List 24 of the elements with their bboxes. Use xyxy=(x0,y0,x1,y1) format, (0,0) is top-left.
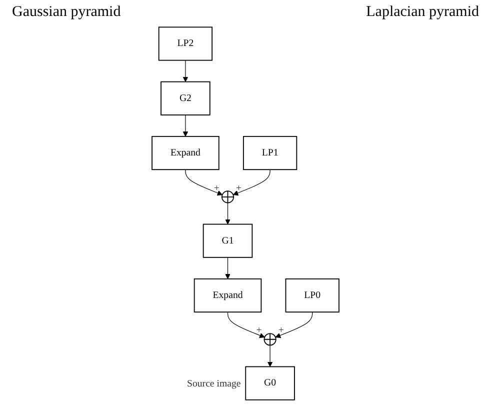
arrow xyxy=(185,169,223,196)
node-box: LP0 xyxy=(285,278,340,313)
plus-sign: + xyxy=(214,182,220,194)
arrow xyxy=(227,312,265,338)
node-box: LP1 xyxy=(242,136,298,170)
arrow xyxy=(267,344,273,367)
plus-sign: + xyxy=(236,182,242,194)
arrow xyxy=(225,202,230,224)
node-box: G1 xyxy=(202,224,253,258)
heading-label: Gaussian pyramid xyxy=(12,4,121,21)
node-caption: Source image xyxy=(187,378,241,390)
arrow xyxy=(182,114,188,137)
arrow xyxy=(182,60,188,82)
node-box: G2 xyxy=(160,81,210,116)
arrow xyxy=(275,312,313,338)
plus-sign: + xyxy=(278,325,284,336)
heading-label: Laplacian pyramid xyxy=(366,4,479,21)
node-box: LP2 xyxy=(158,26,213,61)
arrow xyxy=(225,257,230,280)
node-box: G0 xyxy=(245,366,295,400)
arrow xyxy=(232,169,270,196)
node-box: Expand xyxy=(152,136,220,170)
plus-sign: + xyxy=(256,325,262,336)
node-box: Expand xyxy=(194,278,262,313)
